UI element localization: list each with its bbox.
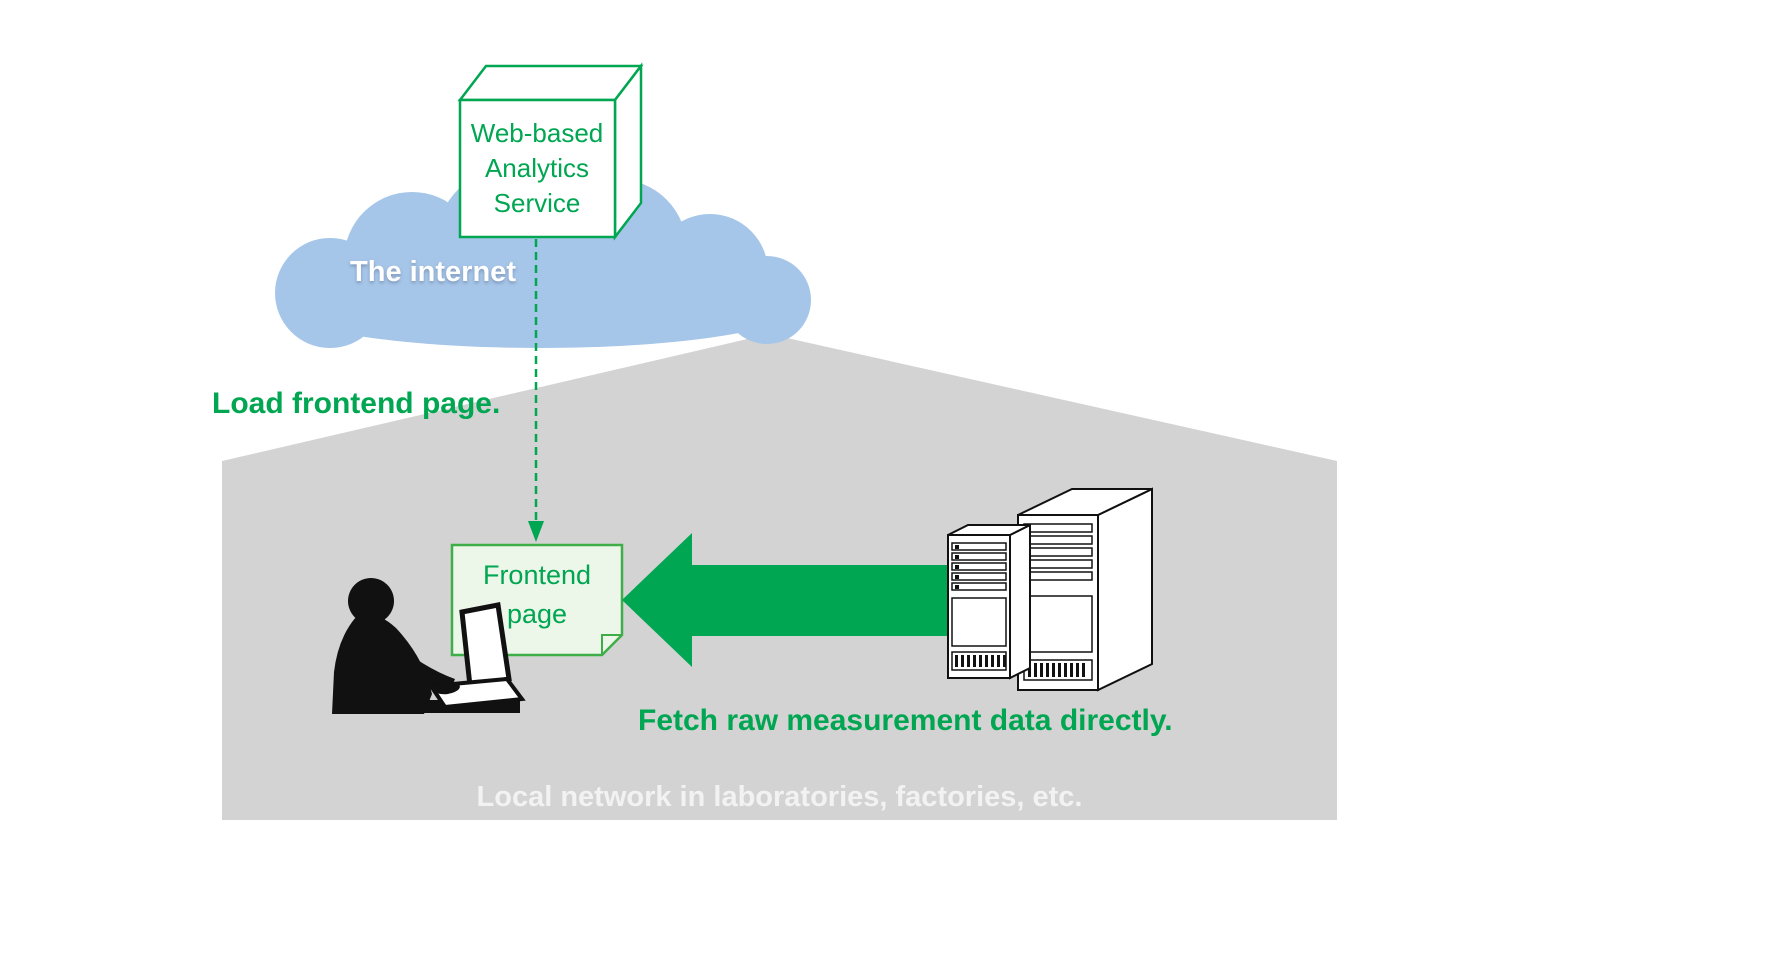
local-network-label: Local network in laboratories, factories… xyxy=(476,781,1083,813)
analytics-service-cube-icon xyxy=(457,62,644,241)
analytics-service-label: Web-based Analytics Service xyxy=(457,116,617,221)
analytics-service-label-line1: Web-based xyxy=(470,118,604,148)
analytics-service-label-line2: Analytics xyxy=(484,153,590,183)
analytics-service-label-line3: Service xyxy=(493,188,581,218)
frontend-page-label-line1: Frontend xyxy=(482,560,592,590)
fetch-data-arrow-icon xyxy=(622,533,947,667)
person-laptop-icon xyxy=(332,578,526,714)
frontend-page-label-line2: page xyxy=(506,599,568,629)
server-rack-icon xyxy=(947,487,1153,692)
load-dashed-arrow-icon xyxy=(528,239,544,542)
fetch-data-label: Fetch raw measurement data directly. xyxy=(638,704,1173,737)
load-frontend-label: Load frontend page. xyxy=(212,387,501,420)
internet-label: The internet xyxy=(350,256,516,288)
frontend-page-label: Frontend page xyxy=(452,556,622,634)
